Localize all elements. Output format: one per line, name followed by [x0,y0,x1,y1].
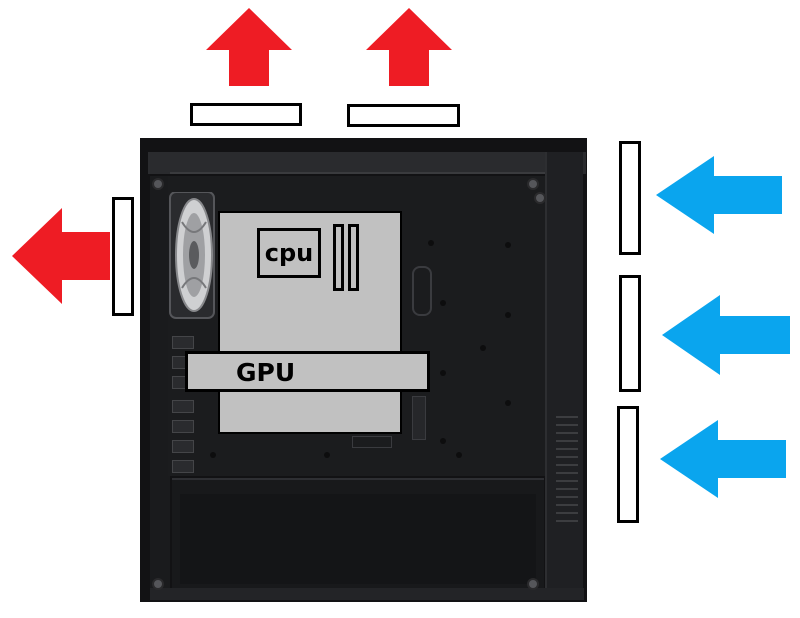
exhaust-arrow-up-top-right [366,8,452,86]
intake-arrow-left-bottom [660,420,786,498]
case-bottom-rail [150,588,584,600]
mount-hole [440,300,446,306]
mount-hole [505,400,511,406]
mount-hole [440,438,446,444]
top-fan-slot-right [347,104,460,127]
front-vent [552,410,582,540]
screw [534,192,546,204]
mount-hole [440,370,446,376]
rear-fan-slot [112,197,134,316]
mount-hole [505,242,511,248]
mount-hole [456,452,462,458]
cable-grommet [412,266,432,316]
exhaust-arrow-up-top-left [206,8,292,86]
gpu-label: GPU [236,358,296,387]
front-fan-slot-top [619,141,641,255]
screw [527,578,539,590]
mount-hole [428,240,434,246]
cpu: cpu [257,228,321,278]
gpu: GPU [185,351,430,392]
mount-hole [505,312,511,318]
expansion-slot-cover [172,400,194,413]
mount-hole [480,345,486,351]
psu-shroud-face [180,494,536,584]
expansion-slot-cover [172,440,194,453]
screw [152,178,164,190]
case-front-panel [545,152,583,600]
cable-channel [412,396,426,440]
ram-stick [348,224,359,291]
case-top-frame-line [170,172,550,174]
expansion-slot-cover [172,460,194,473]
cpu-label: cpu [264,239,314,267]
intake-arrow-left-top [656,156,782,234]
screw [527,178,539,190]
intake-arrow-left-middle [662,295,790,375]
front-fan-slot-middle [619,275,641,392]
case-rear-edge [150,176,170,596]
top-fan-slot-left [190,103,302,126]
ram-stick [333,224,344,291]
motherboard [218,211,402,434]
screw [152,578,164,590]
mount-hole [324,452,330,458]
front-fan-slot-bottom [617,406,639,523]
exhaust-arrow-left-rear [12,208,110,304]
case-top-frame [148,152,586,174]
mount-hole [210,452,216,458]
expansion-slot-cover [172,420,194,433]
expansion-slot-cover [172,336,194,349]
rear-case-fan [169,192,215,319]
cable-cutout [352,436,392,448]
